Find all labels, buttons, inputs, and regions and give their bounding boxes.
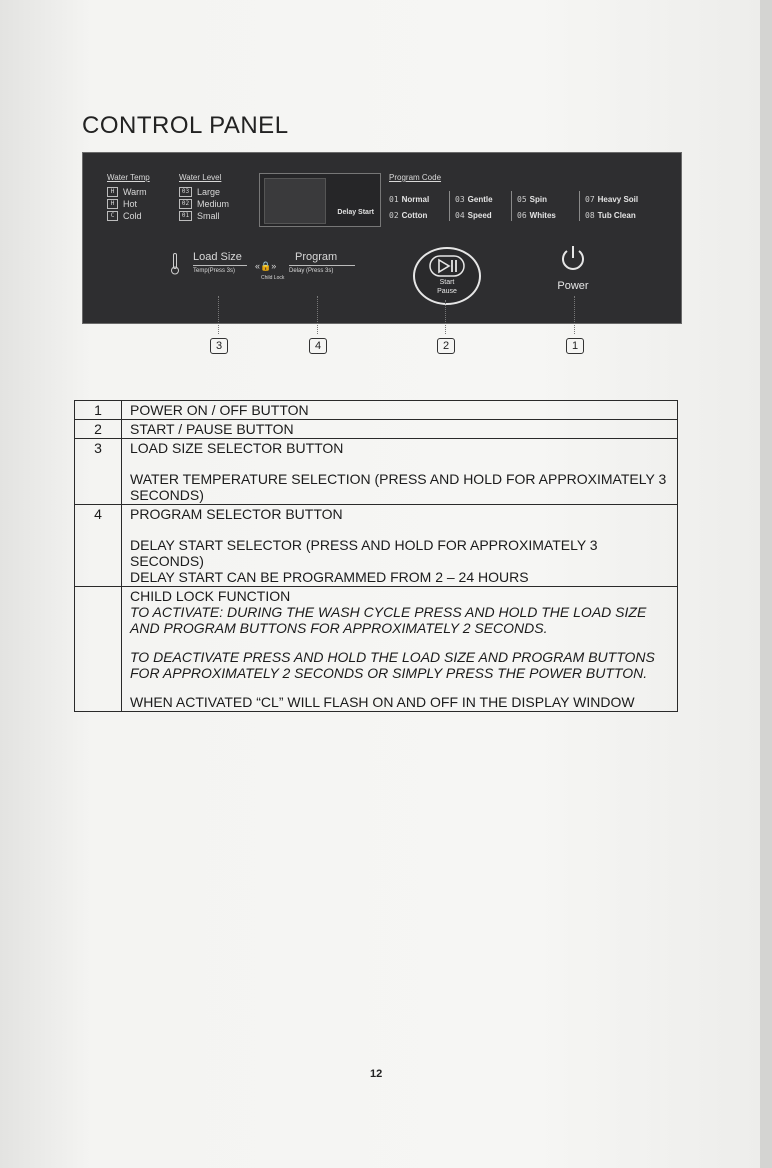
display-window: Delay Start — [259, 173, 381, 227]
callout-4: 4 — [309, 338, 327, 354]
table-row: 2 START / PAUSE BUTTON — [74, 419, 678, 439]
row-number: 1 — [74, 400, 122, 420]
row-number: 3 — [74, 438, 122, 505]
callout-leader — [317, 296, 318, 334]
callout-3: 3 — [210, 338, 228, 354]
program-label: Program — [295, 251, 338, 263]
callout-1: 1 — [566, 338, 584, 354]
row-description: START / PAUSE BUTTON — [121, 419, 678, 439]
callout-2: 2 — [437, 338, 455, 354]
child-lock-icon: «🔒» — [255, 261, 277, 271]
row-number: 2 — [74, 419, 122, 439]
row-number — [74, 586, 122, 712]
program-divider — [511, 191, 512, 221]
table-row: CHILD LOCK FUNCTION TO ACTIVATE: DURING … — [74, 586, 678, 712]
program-button[interactable]: Program Delay (Press 3s) — [289, 251, 359, 281]
callout-leader — [218, 296, 219, 334]
delay-start-indicator: Delay Start — [337, 209, 374, 216]
digit-display — [264, 178, 326, 224]
load-size-button[interactable]: Load Size Temp(Press 3s) — [171, 251, 255, 281]
start-label: Start — [439, 279, 455, 286]
load-size-sublabel: Temp(Press 3s) — [193, 265, 247, 274]
page-number: 12 — [370, 1068, 383, 1080]
callout-leader — [445, 300, 446, 334]
power-icon — [562, 246, 584, 270]
load-size-label: Load Size — [193, 251, 242, 263]
child-lock-label: Child Lock — [261, 275, 285, 281]
start-pause-button[interactable]: Start Pause — [413, 247, 481, 305]
row-description: POWER ON / OFF BUTTON — [121, 400, 678, 420]
callout-leader — [574, 296, 575, 334]
page-title: CONTROL PANEL — [82, 112, 289, 139]
row-description: PROGRAM SELECTOR BUTTON DELAY START SELE… — [121, 504, 678, 587]
program-sublabel: Delay (Press 3s) — [289, 265, 355, 274]
power-label: Power — [557, 280, 589, 292]
row-number: 4 — [74, 504, 122, 587]
row-description: CHILD LOCK FUNCTION TO ACTIVATE: DURING … — [121, 586, 678, 712]
table-row: 1 POWER ON / OFF BUTTON — [74, 400, 678, 420]
play-pause-icon — [429, 255, 465, 277]
program-divider — [449, 191, 450, 221]
program-divider — [579, 191, 580, 221]
pause-label: Pause — [437, 288, 457, 295]
row-description: LOAD SIZE SELECTOR BUTTON WATER TEMPERAT… — [121, 438, 678, 505]
thermometer-icon — [171, 253, 179, 280]
water-level-title: Water Level — [179, 173, 222, 182]
water-temp-title: Water Temp — [107, 173, 150, 182]
table-row: 3 LOAD SIZE SELECTOR BUTTON WATER TEMPER… — [74, 438, 678, 505]
power-button[interactable]: Power — [551, 243, 595, 292]
program-code-title: Program Code — [389, 173, 442, 182]
button-description-table: 1 POWER ON / OFF BUTTON 2 START / PAUSE … — [74, 400, 678, 712]
page-edge — [760, 0, 772, 1168]
table-row: 4 PROGRAM SELECTOR BUTTON DELAY START SE… — [74, 504, 678, 587]
